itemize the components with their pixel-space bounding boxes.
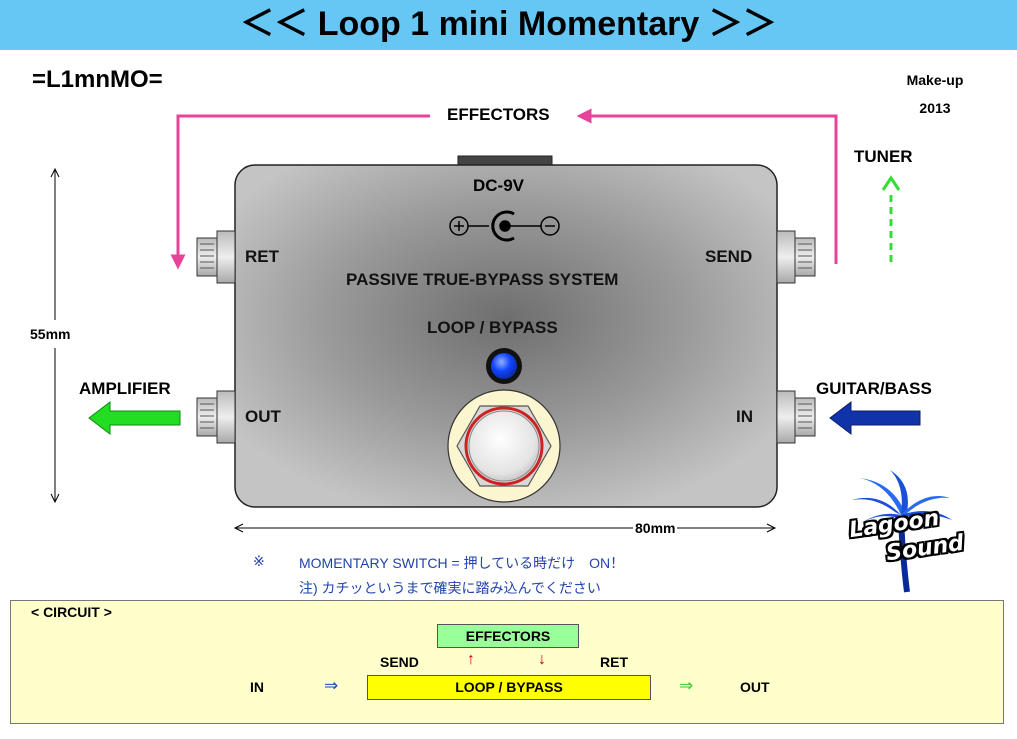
makeup-label: Make-up	[906, 72, 964, 88]
model-code: =L1mnMO=	[32, 66, 163, 93]
in-jack	[776, 390, 816, 444]
send-line	[576, 108, 838, 264]
send-label: SEND	[705, 247, 753, 266]
circuit-title: < CIRCUIT >	[31, 604, 112, 620]
page-title: ＜＜ Loop 1 mini Momentary ＞＞	[240, 5, 777, 43]
dim-height-label: 55mm	[30, 326, 71, 342]
circuit-send-label: SEND	[380, 654, 419, 670]
pedal-body	[234, 164, 778, 508]
system-label: PASSIVE TRUE-BYPASS SYSTEM	[346, 270, 619, 289]
note-line-2: 注) カチッというまで確実に踏み込んでください	[299, 580, 601, 596]
guitar-bass-label: GUITAR/BASS	[816, 379, 932, 398]
circuit-in-arrow: ⇒	[324, 676, 339, 695]
out-jack	[196, 390, 236, 444]
circuit-out-label: OUT	[740, 679, 770, 695]
footswitch-button	[468, 410, 540, 482]
makeup-year: Make-up 2013	[895, 66, 975, 122]
pedal-diagram	[50, 108, 952, 593]
dc-label: DC-9V	[473, 176, 525, 195]
ret-jack	[196, 230, 236, 284]
note-mark: ※	[253, 553, 265, 569]
guitar-arrow	[829, 400, 921, 436]
dim-width-label: 80mm	[633, 520, 678, 536]
title-bar	[0, 0, 1017, 50]
loop-bypass-label: LOOP / BYPASS	[427, 318, 558, 337]
circuit-ret-arrow: ↓	[538, 651, 546, 668]
circuit-ret-label: RET	[600, 654, 628, 670]
circuit-effectors-box: EFFECTORS	[437, 624, 579, 648]
effectors-label: EFFECTORS	[447, 105, 550, 124]
amplifier-arrow	[88, 400, 181, 436]
circuit-out-arrow: ⇒	[679, 676, 694, 695]
tuner-arrow-head	[881, 175, 901, 191]
footswitch-ring	[464, 406, 544, 486]
circuit-send-arrow: ↑	[467, 651, 475, 668]
tuner-label: TUNER	[854, 147, 913, 166]
return-line	[170, 114, 430, 270]
circuit-in-label: IN	[250, 679, 264, 695]
note-line-1: MOMENTARY SWITCH = 押している時だけ ON！	[299, 555, 625, 571]
out-label: OUT	[245, 407, 281, 426]
circuit-panel	[10, 600, 1004, 724]
in-label: IN	[736, 407, 753, 426]
palm-tree-icon	[852, 470, 952, 593]
makeup-year-value: 2013	[919, 100, 951, 116]
circuit-loop-bypass-box: LOOP / BYPASS	[367, 675, 651, 700]
led-indicator	[491, 353, 517, 379]
ret-label: RET	[245, 247, 279, 266]
amplifier-label: AMPLIFIER	[79, 379, 171, 398]
dc-polarity-icon	[449, 210, 560, 242]
send-jack	[776, 230, 816, 284]
